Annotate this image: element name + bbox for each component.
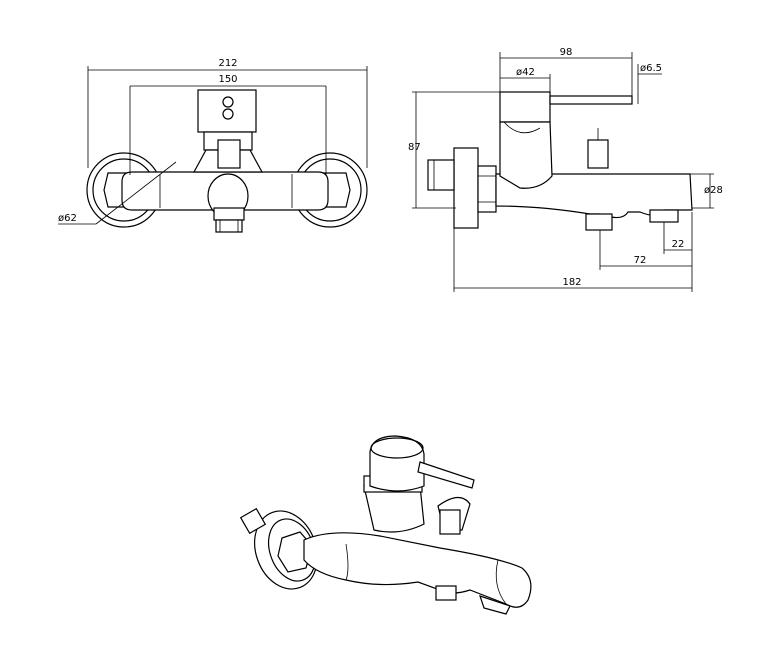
side-mixer-cap <box>499 91 551 123</box>
dim-212-label: 212 <box>218 58 237 69</box>
persp-body <box>303 532 532 608</box>
persp-mixer-cap <box>369 435 425 492</box>
persp-spout-end <box>495 559 507 605</box>
persp-inlet-stub <box>239 507 267 535</box>
side-diverter <box>587 139 609 169</box>
dim-22-label: 22 <box>672 239 685 250</box>
front-view: 212 150 ø62 <box>58 58 368 233</box>
cap-indicator-top <box>222 96 234 108</box>
persp-outlet-1 <box>435 585 457 601</box>
dim-42-label: ø42 <box>516 67 535 78</box>
persp-diverter-knob <box>439 509 461 535</box>
side-outlet-1 <box>585 213 613 231</box>
side-flange <box>453 147 479 229</box>
spout-collar <box>213 207 245 221</box>
dim-182-label: 182 <box>562 277 581 288</box>
side-inlet-stub <box>427 159 455 191</box>
side-mixer-detail <box>503 121 541 134</box>
side-outlet-2 <box>649 209 679 223</box>
dim-150-label: 150 <box>218 74 237 85</box>
mixer-cap <box>197 89 257 133</box>
side-mixer-body <box>499 121 553 189</box>
persp-outlet-2 <box>479 595 511 615</box>
dim-87-label: 87 <box>408 142 421 153</box>
diverter-knob <box>217 139 241 169</box>
perspective-view <box>239 435 532 615</box>
persp-body-joint <box>345 543 349 581</box>
spout-outlet <box>215 219 243 233</box>
side-handle <box>549 95 633 105</box>
side-nut <box>477 165 497 213</box>
dim-72-label: 72 <box>634 255 647 266</box>
side-view: 98 ø42 ø6.5 87 ø28 22 72 182 <box>408 47 723 292</box>
cap-indicator-bottom <box>222 108 234 120</box>
dim-62-label: ø62 <box>58 213 77 224</box>
persp-handle <box>417 461 475 489</box>
leader-62 <box>95 161 177 225</box>
dim-28-label: ø28 <box>704 185 723 196</box>
persp-cap-top <box>370 437 424 459</box>
persp-mixer-body <box>363 485 425 533</box>
dim-98-label: 98 <box>560 47 573 58</box>
dim-6-5-label: ø6.5 <box>640 63 662 74</box>
